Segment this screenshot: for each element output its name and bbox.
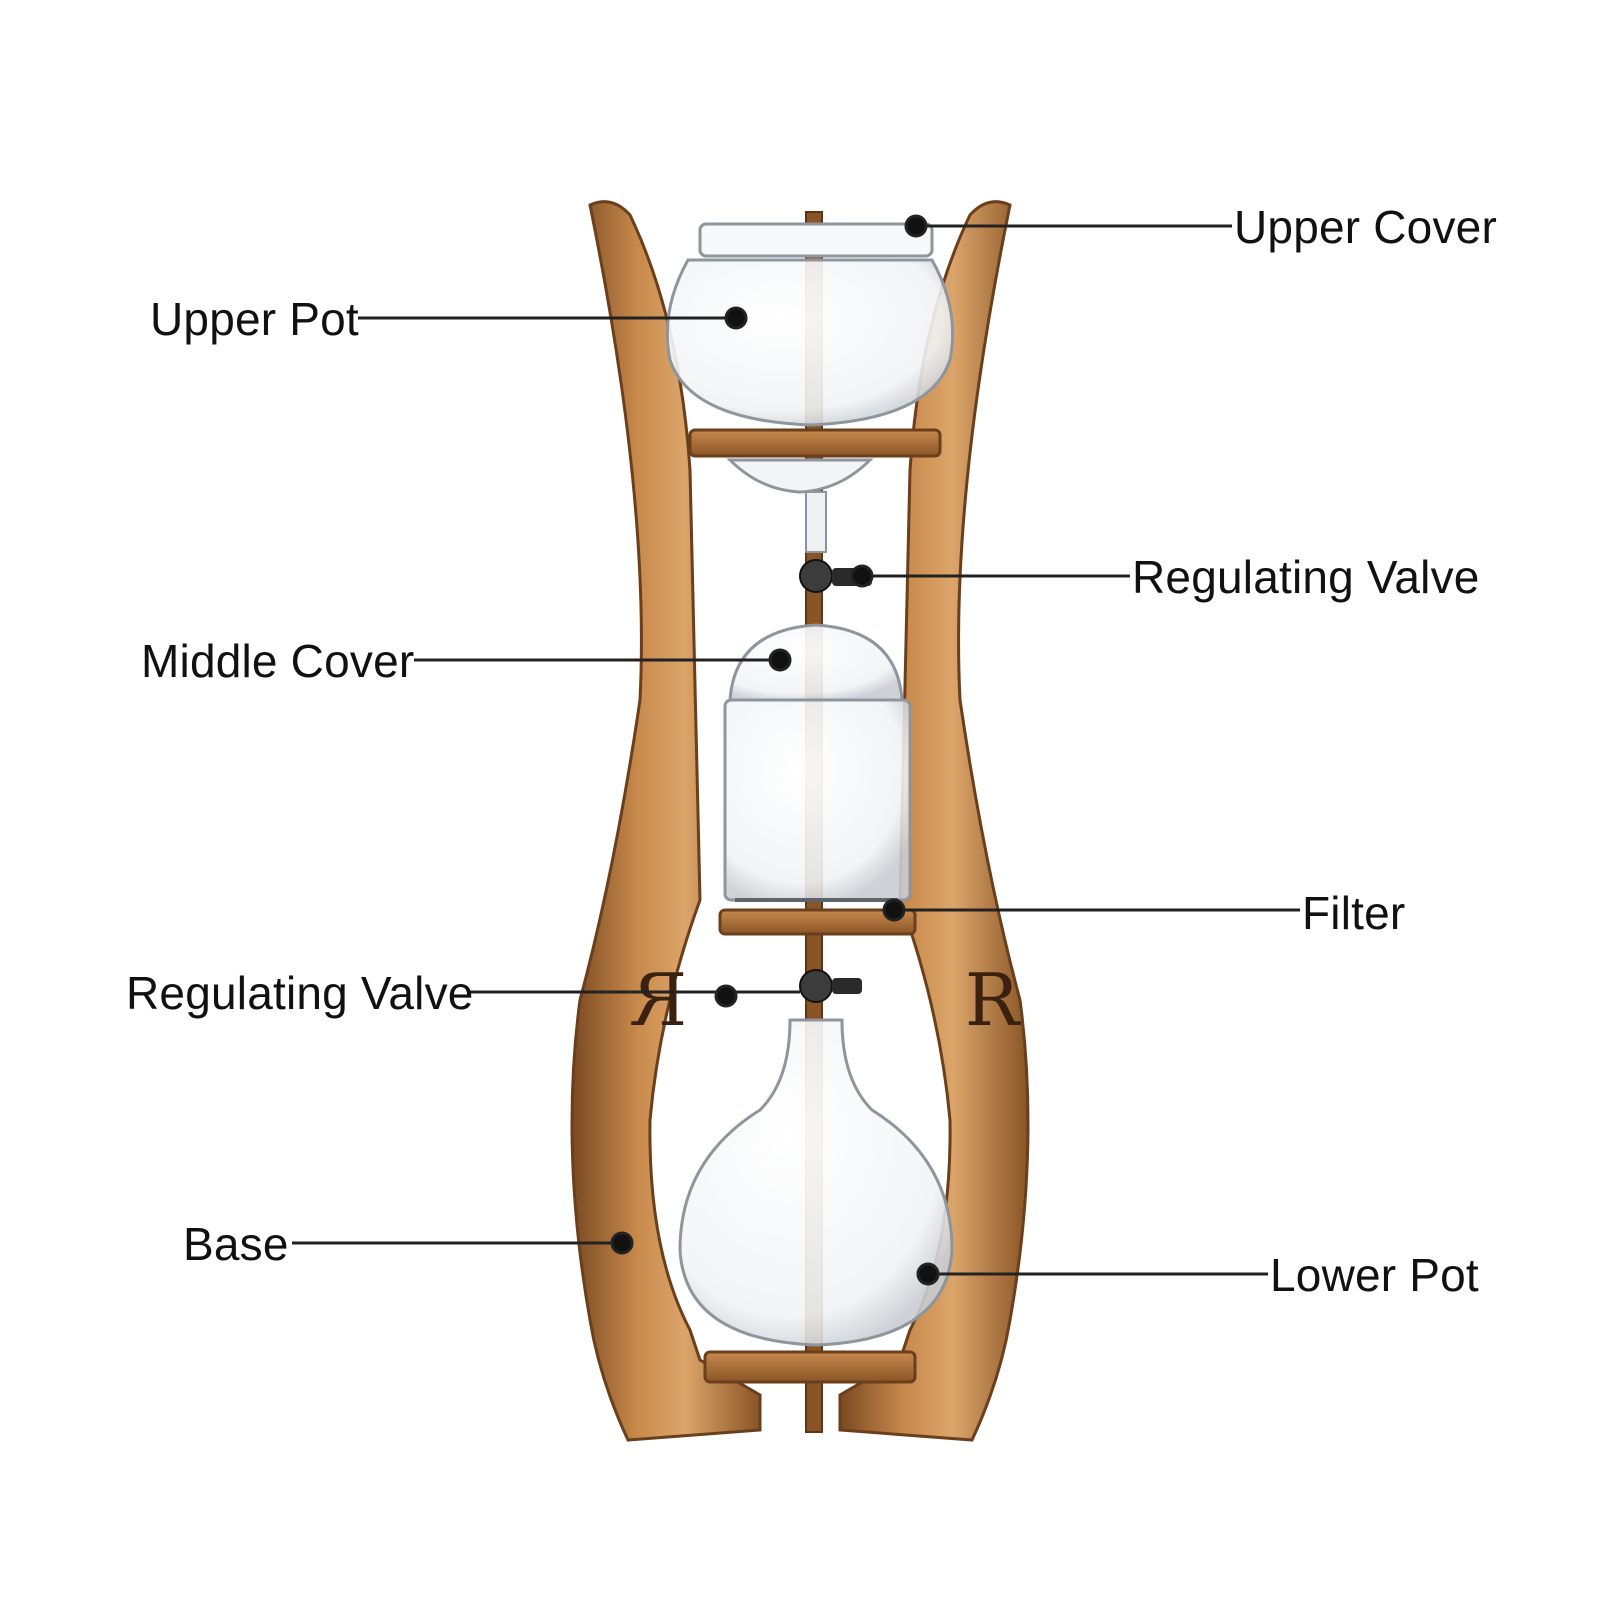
base-plate	[703, 1350, 917, 1384]
leader-dot-regulating-valve-upper	[850, 564, 874, 588]
label-base: Base	[183, 1218, 289, 1270]
leader-dot-regulating-valve-lower	[714, 984, 738, 1008]
frame-right-leg	[838, 200, 1030, 1442]
label-middle-cover: Middle Cover	[141, 635, 415, 687]
label-lower-pot: Lower Pot	[1270, 1249, 1479, 1301]
leader-dot-upper-cover	[904, 214, 928, 238]
upper-cover-glass	[698, 222, 934, 258]
leader-dot-filter	[882, 898, 906, 922]
frame-monogram-left: R	[631, 958, 687, 1042]
leader-dot-upper-pot	[724, 306, 748, 330]
lower-pot-glass	[678, 1018, 954, 1347]
label-upper-pot: Upper Pot	[150, 293, 359, 345]
leader-dot-middle-cover	[768, 648, 792, 672]
upper-drip-tube	[805, 491, 827, 553]
frame-monogram-right: R	[965, 958, 1021, 1042]
label-regulating-valve-lower: Regulating Valve	[126, 967, 474, 1019]
filter-shelf	[718, 908, 917, 936]
lower-valve-body	[799, 969, 833, 1003]
upper-funnel	[726, 458, 874, 494]
middle-cover-glass	[728, 623, 904, 702]
lower-valve-knob	[832, 978, 862, 994]
label-regulating-valve-upper: Regulating Valve	[1132, 551, 1480, 603]
leader-dot-lower-pot	[916, 1262, 940, 1286]
middle-pot-glass	[723, 698, 912, 902]
upper-pot-glass	[665, 258, 955, 427]
frame-left-leg	[570, 200, 762, 1442]
upper-shelf	[688, 428, 942, 458]
leader-dot-base	[610, 1231, 634, 1255]
upper-valve-body	[799, 559, 833, 593]
label-filter: Filter	[1302, 887, 1406, 939]
label-upper-cover: Upper Cover	[1234, 201, 1497, 253]
